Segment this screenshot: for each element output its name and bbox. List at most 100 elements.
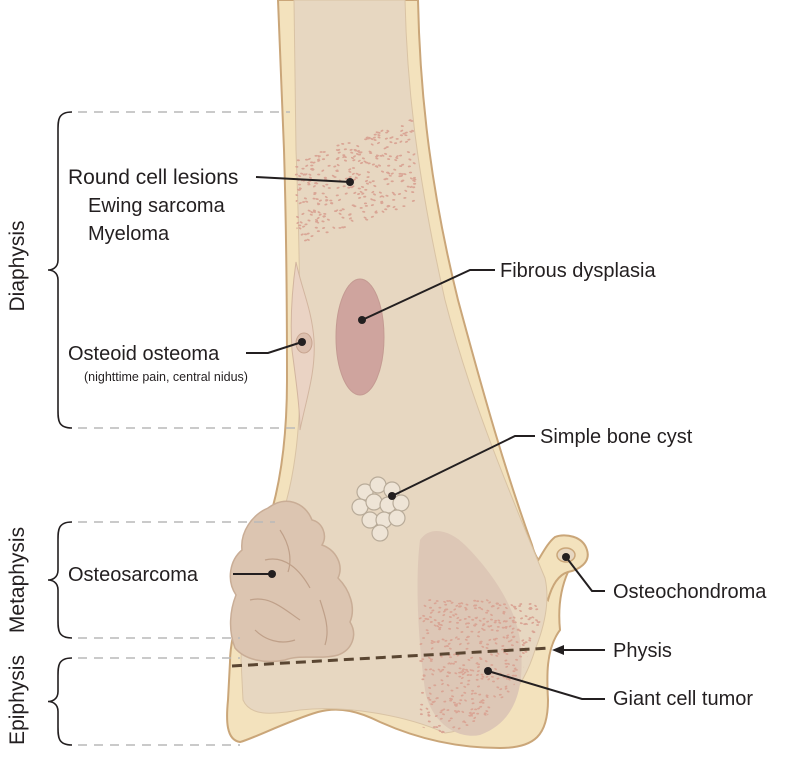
stipple-dot — [493, 695, 497, 698]
stipple-dot — [310, 211, 314, 214]
stipple-dot — [466, 642, 470, 645]
stipple-dot — [494, 668, 498, 671]
stipple-dot — [496, 625, 500, 628]
stipple-dot — [473, 716, 477, 719]
label-giant-cell-tumor: Giant cell tumor — [613, 688, 753, 710]
stipple-dot — [507, 678, 511, 681]
simple-bone-cyst-lesion — [351, 476, 410, 542]
stipple-dot — [448, 616, 452, 618]
stipple-dot — [490, 675, 494, 678]
stipple-dot — [467, 679, 471, 682]
stipple-dot — [435, 600, 439, 602]
stipple-dot — [477, 666, 480, 669]
stipple-dot — [364, 138, 368, 141]
stipple-dot — [308, 173, 312, 176]
stipple-dot — [358, 196, 362, 199]
stipple-dot — [498, 621, 502, 624]
stipple-dot — [513, 667, 517, 670]
stipple-dot — [378, 191, 382, 194]
stipple-dot — [525, 622, 528, 625]
stipple-dot — [333, 165, 337, 168]
stipple-dot — [480, 677, 484, 680]
leader-round-cell-dot — [346, 178, 354, 186]
stipple-dot — [430, 640, 434, 642]
stipple-dot — [464, 699, 467, 702]
stipple-dot — [446, 645, 449, 647]
stipple-dot — [301, 167, 305, 170]
stipple-dot — [460, 694, 464, 697]
stipple-dot — [479, 705, 483, 708]
stipple-dot — [430, 642, 434, 645]
stipple-dot — [490, 664, 494, 666]
stipple-dot — [454, 672, 458, 675]
stipple-dot — [478, 619, 482, 622]
label-simple-bone-cyst: Simple bone cyst — [540, 426, 693, 448]
stipple-dot — [473, 604, 476, 607]
label-osteosarcoma: Osteosarcoma — [68, 564, 199, 586]
stipple-dot — [478, 701, 482, 704]
stipple-dot — [385, 131, 389, 134]
stipple-dot — [351, 172, 355, 176]
stipple-dot — [483, 713, 487, 716]
stipple-dot — [343, 159, 348, 162]
stipple-dot — [496, 686, 500, 689]
stipple-dot — [495, 602, 499, 605]
region-brackets — [47, 111, 300, 746]
stipple-dot — [531, 616, 535, 619]
stipple-dot — [461, 710, 465, 713]
stipple-dot — [485, 675, 489, 678]
stipple-dot — [527, 618, 531, 621]
stipple-dot — [360, 186, 365, 188]
leader-giant-cell-tumor — [487, 670, 605, 700]
stipple-dot — [321, 169, 325, 172]
stipple-dot — [409, 130, 413, 133]
stipple-dot — [485, 647, 489, 649]
stipple-dot — [455, 627, 459, 630]
label-myeloma: Myeloma — [88, 223, 170, 245]
stipple-dot — [372, 199, 376, 202]
stipple-dot — [409, 185, 413, 188]
stipple-dot — [402, 132, 406, 135]
stipple-dot — [466, 683, 470, 686]
stipple-dot — [395, 155, 399, 158]
stipple-dot — [335, 170, 339, 173]
stipple-dot — [395, 138, 399, 140]
stipple-dot — [498, 604, 502, 607]
stipple-dot — [427, 711, 431, 714]
stipple-dot — [373, 133, 377, 136]
stipple-dot — [421, 691, 424, 694]
stipple-dot — [423, 604, 427, 607]
stipple-dot — [338, 198, 341, 201]
stipple-dot — [353, 205, 357, 208]
stipple-dot — [437, 724, 441, 727]
stipple-dot — [315, 198, 319, 201]
stipple-dot — [386, 205, 390, 208]
stipple-dot — [448, 627, 452, 630]
stipple-dot — [307, 181, 311, 185]
stipple-dot — [361, 157, 365, 160]
stipple-dot — [323, 176, 327, 179]
stipple-dot — [422, 614, 426, 617]
stipple-dot — [433, 684, 437, 687]
stipple-dot — [387, 164, 391, 167]
stipple-dot — [365, 182, 370, 185]
stipple-dot — [460, 676, 464, 680]
stipple-dot — [368, 150, 372, 153]
stipple-dot — [441, 619, 445, 623]
stipple-dot — [317, 159, 321, 162]
stipple-dot — [299, 221, 303, 224]
stipple-dot — [453, 701, 456, 704]
region-epiphysis: Epiphysis — [6, 655, 29, 745]
stipple-dot — [348, 217, 352, 220]
stipple-dot — [464, 606, 468, 610]
leader-giant-cell-tumor-dot — [484, 667, 492, 675]
stipple-dot — [366, 171, 370, 174]
stipple-dot — [437, 621, 441, 624]
stipple-dot — [343, 148, 347, 151]
stipple-dot — [356, 145, 360, 148]
stipple-dot — [476, 670, 480, 673]
stipple-dot — [437, 668, 441, 671]
stipple-dot — [377, 136, 381, 139]
stipple-dot — [360, 161, 364, 165]
stipple-dot — [519, 609, 522, 612]
